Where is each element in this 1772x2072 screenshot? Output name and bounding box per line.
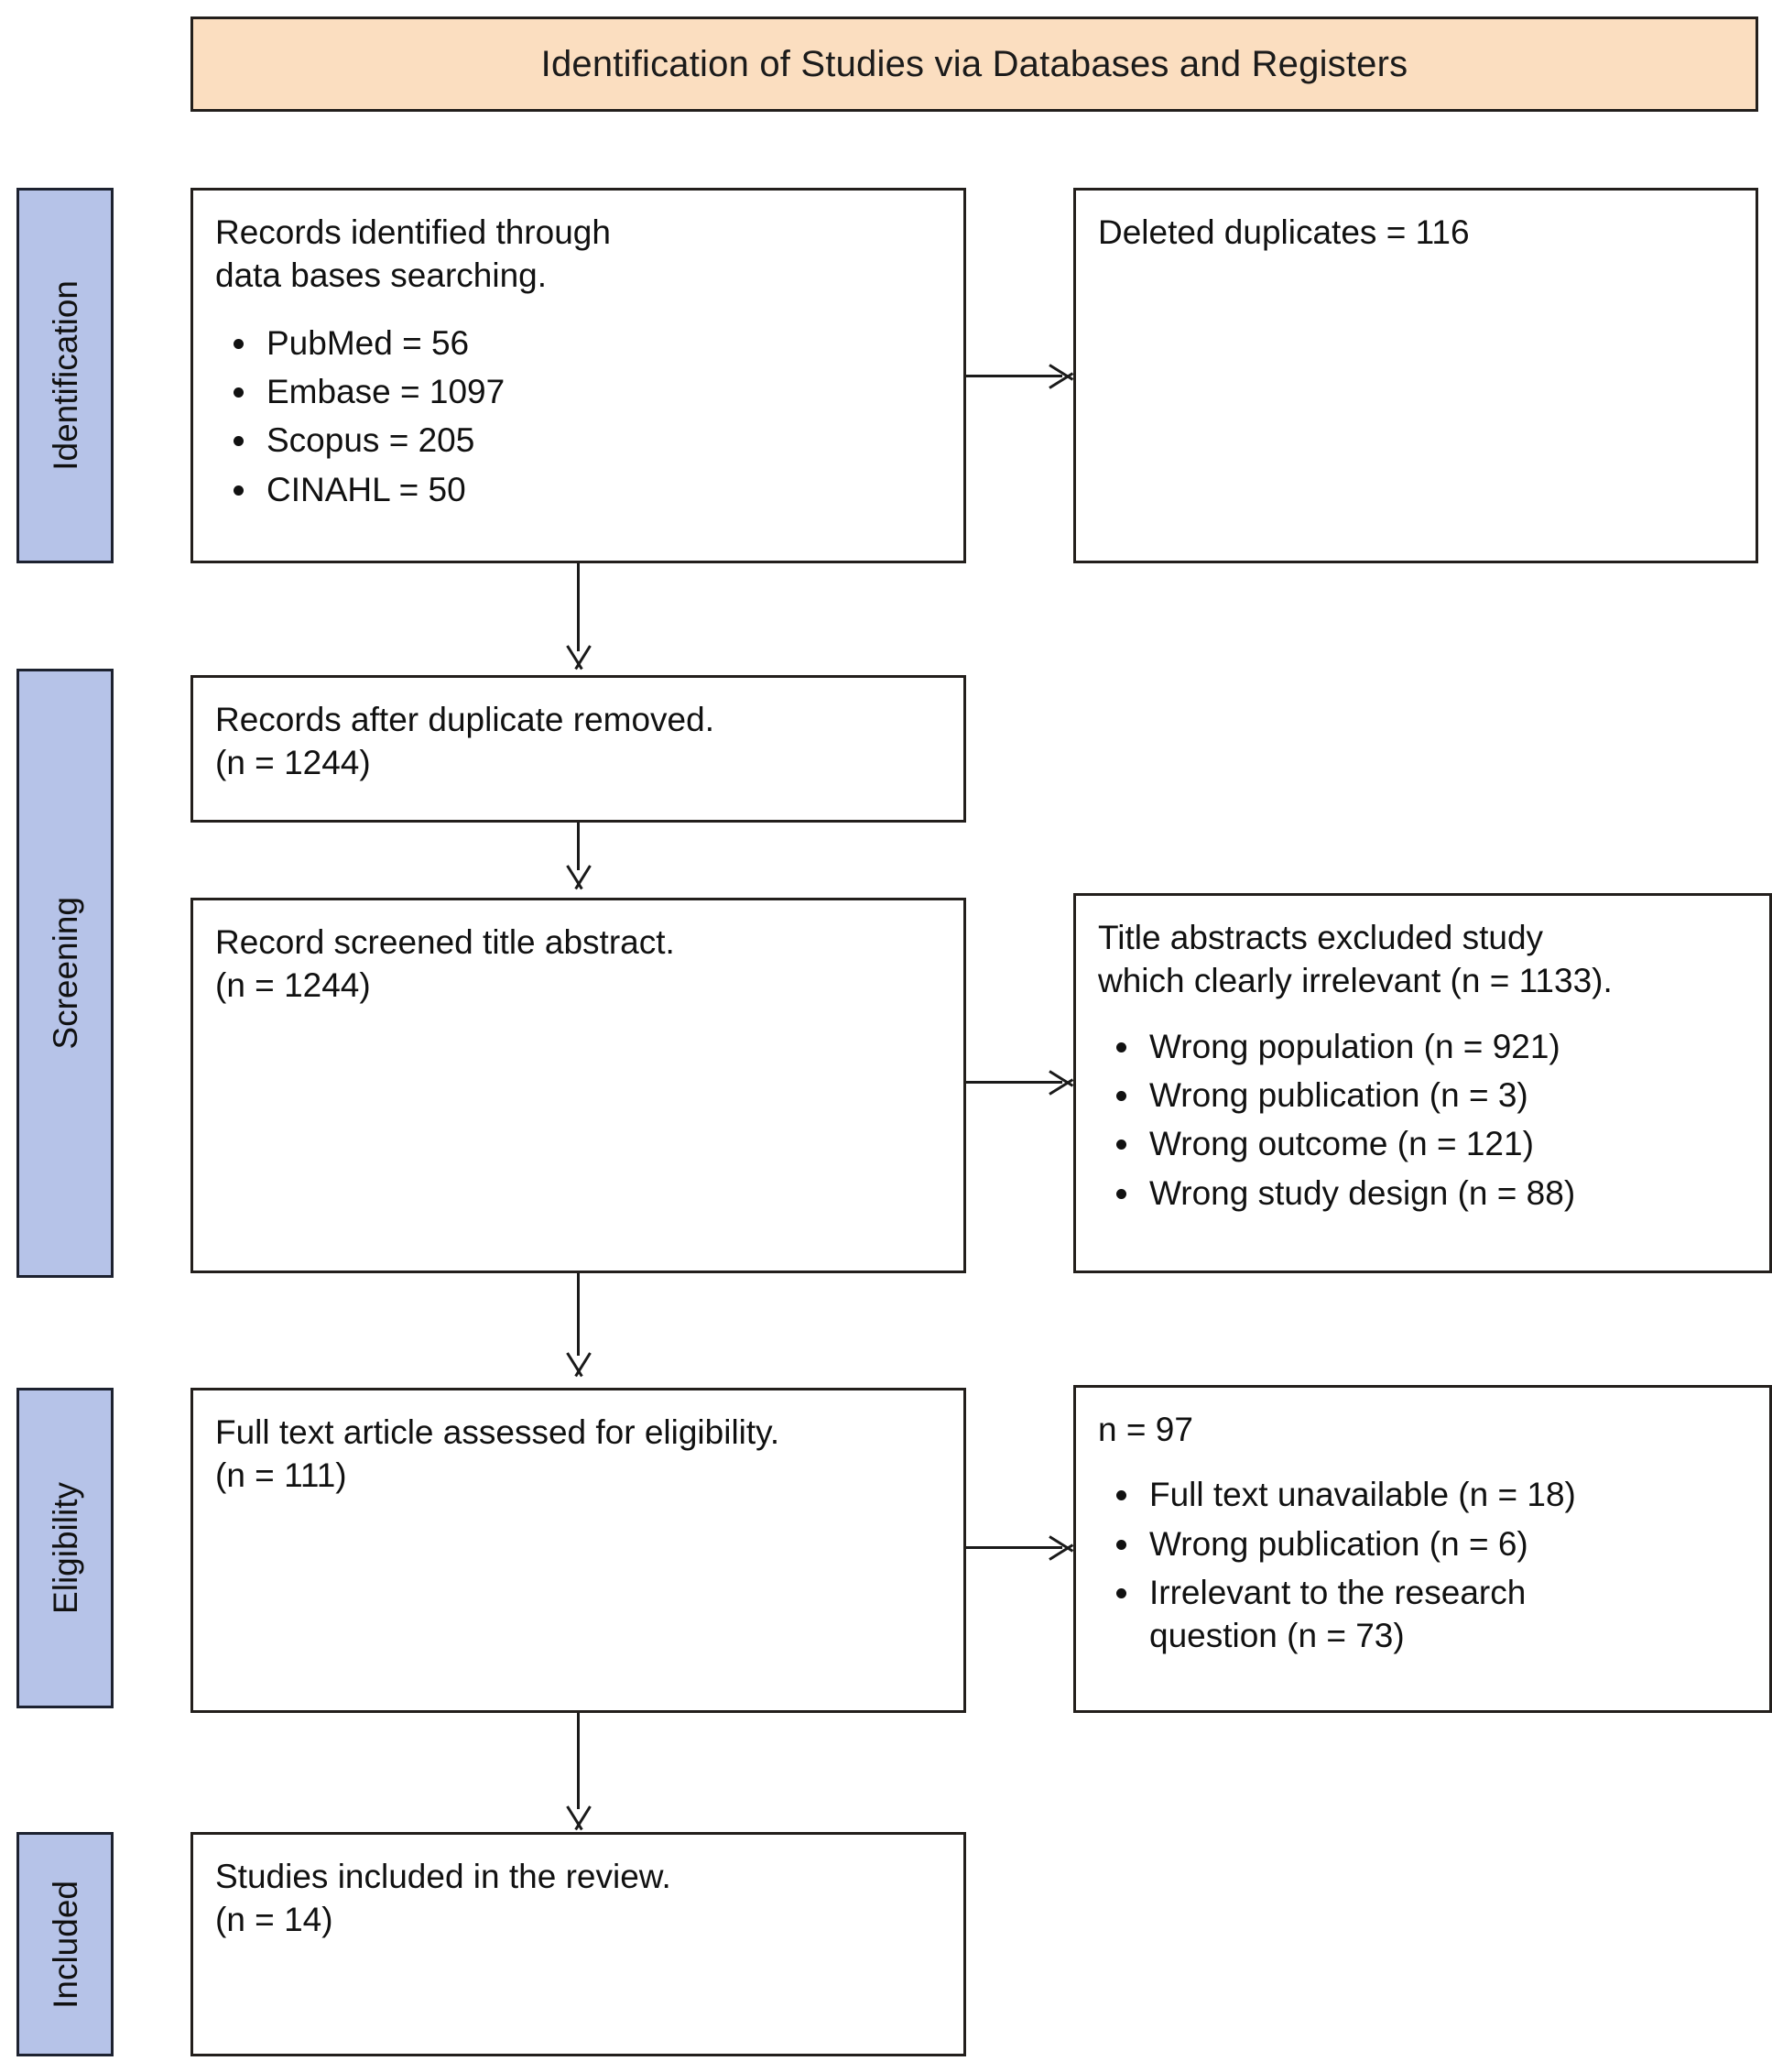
page-title: Identification of Studies via Databases … [540, 44, 1408, 84]
box-fulltext-assessed: Full text article assessed for eligibili… [190, 1388, 966, 1713]
stage-identification-label: Identification [46, 280, 84, 471]
connector-identified-to-duplicates [966, 375, 1062, 377]
box-fulltext-excluded-text: n = 97 [1098, 1411, 1193, 1448]
stage-eligibility: Eligibility [16, 1388, 114, 1708]
list-item: CINAHL = 50 [234, 468, 943, 511]
arrowhead-right-icon [1049, 1534, 1073, 1562]
fulltext-excluded-reason-list: Full text unavailable (n = 18) Wrong pub… [1098, 1473, 1749, 1657]
box-studies-included-text: Studies included in the review. (n = 14) [215, 1858, 671, 1939]
diagram-banner: Identification of Studies via Databases … [190, 16, 1758, 112]
connector-fulltext-to-excluded [966, 1546, 1062, 1549]
list-item: Embase = 1097 [234, 370, 943, 413]
box-fulltext-excluded: n = 97 Full text unavailable (n = 18) Wr… [1073, 1385, 1772, 1713]
list-item: Full text unavailable (n = 18) [1116, 1473, 1749, 1516]
list-item: Wrong population (n = 921) [1116, 1025, 1749, 1068]
arrowhead-down-icon [565, 1806, 592, 1830]
box-records-screened-text: Record screened title abstract. (n = 124… [215, 923, 675, 1005]
box-records-identified-text: Records identified through data bases se… [215, 213, 611, 295]
box-records-after-duplicates-text: Records after duplicate removed. (n = 12… [215, 701, 714, 782]
arrowhead-right-icon [1049, 1069, 1073, 1096]
arrowhead-right-icon [1049, 363, 1073, 390]
stage-eligibility-label: Eligibility [46, 1482, 84, 1614]
stage-included: Included [16, 1832, 114, 2056]
box-title-abstracts-excluded-text: Title abstracts excluded study which cle… [1098, 919, 1613, 1000]
arrowhead-down-icon [565, 646, 592, 670]
list-item: PubMed = 56 [234, 322, 943, 365]
box-studies-included: Studies included in the review. (n = 14) [190, 1832, 966, 2056]
list-item: Wrong publication (n = 6) [1116, 1522, 1749, 1565]
connector-identified-to-after-duplicates [577, 563, 580, 651]
list-item: Wrong publication (n = 3) [1116, 1074, 1749, 1117]
connector-after-duplicates-to-screened [577, 823, 580, 870]
title-abstracts-excluded-reason-list: Wrong population (n = 921) Wrong publica… [1098, 1025, 1749, 1215]
box-deleted-duplicates: Deleted duplicates = 116 [1073, 188, 1758, 563]
list-item: Scopus = 205 [234, 419, 943, 462]
list-item: Wrong outcome (n = 121) [1116, 1122, 1749, 1165]
box-deleted-duplicates-text: Deleted duplicates = 116 [1098, 213, 1470, 251]
stage-screening: Screening [16, 669, 114, 1278]
connector-fulltext-to-included [577, 1713, 580, 1809]
stage-identification: Identification [16, 188, 114, 563]
box-records-after-duplicates: Records after duplicate removed. (n = 12… [190, 675, 966, 823]
arrowhead-down-icon [565, 1353, 592, 1377]
records-identified-source-list: PubMed = 56 Embase = 1097 Scopus = 205 C… [215, 322, 943, 511]
list-item: Irrelevant to the research question (n =… [1116, 1571, 1749, 1658]
box-records-screened: Record screened title abstract. (n = 124… [190, 898, 966, 1273]
box-title-abstracts-excluded: Title abstracts excluded study which cle… [1073, 893, 1772, 1273]
arrowhead-down-icon [565, 866, 592, 889]
list-item: Wrong study design (n = 88) [1116, 1172, 1749, 1215]
connector-screened-to-fulltext [577, 1273, 580, 1356]
stage-screening-label: Screening [46, 897, 84, 1050]
stage-included-label: Included [46, 1880, 84, 2009]
connector-screened-to-title-excluded [966, 1081, 1062, 1084]
box-fulltext-assessed-text: Full text article assessed for eligibili… [215, 1413, 780, 1495]
box-records-identified: Records identified through data bases se… [190, 188, 966, 563]
